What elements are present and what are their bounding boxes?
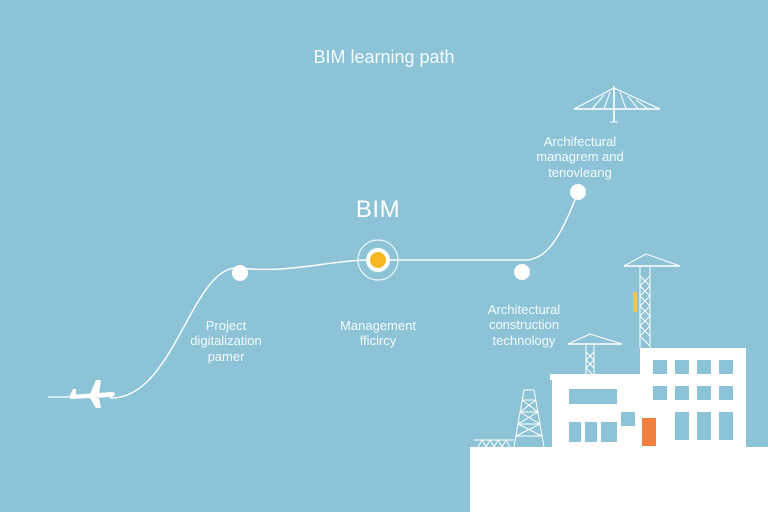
node-label-line: fficircy [359, 333, 397, 349]
node-dot-right [514, 264, 530, 280]
center-label-bim: BIM [355, 196, 401, 223]
diagram-title: BIM learning path [313, 47, 455, 67]
ground-platform [470, 447, 768, 512]
node-dot-top [570, 184, 586, 200]
node-label-line: Architectural [487, 302, 561, 317]
node-label-left: Project digitalization pamer [176, 318, 276, 364]
lattice-tower-icon [474, 389, 545, 449]
node-label-line: pamer [207, 348, 245, 364]
tower-crane-icon [573, 86, 661, 123]
tall-crane-icon [623, 253, 681, 348]
airplane-icon [48, 380, 115, 408]
node-label-line: construction [488, 317, 560, 333]
node-label-line: technology [492, 332, 556, 348]
node-label-line: managrem and [536, 149, 624, 165]
node-label-line: Project [205, 318, 247, 333]
node-dot-left [232, 265, 248, 281]
node-dot-center [357, 239, 399, 281]
node-label-center: Management fficircy [318, 318, 438, 349]
node-label-line: tenovleang [548, 164, 612, 180]
node-label-line: digitalization [190, 333, 262, 349]
door-accent [642, 418, 656, 446]
node-label-top: Archifectural managrem and tenovleang [520, 134, 640, 180]
learning-path-line [109, 191, 579, 399]
node-label-right: Architectural construction technology [464, 302, 584, 348]
building-icon [550, 348, 746, 447]
node-label-line: Archifectural [543, 134, 617, 149]
node-label-line: Management [340, 318, 416, 333]
small-crane-icon [567, 333, 623, 377]
